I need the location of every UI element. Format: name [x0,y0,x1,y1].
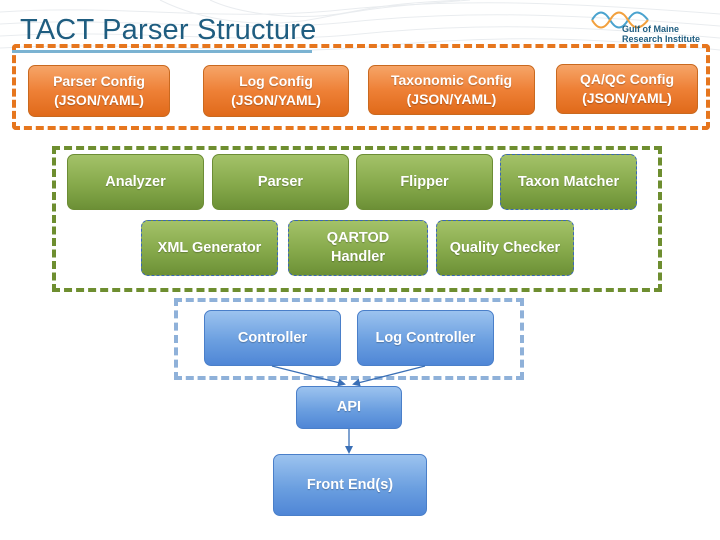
taxonomic-config-box: Taxonomic Config (JSON/YAML) [368,65,535,115]
flipper-box: Flipper [356,154,493,210]
box-label-line-2: Handler [330,249,385,265]
controllers-group-frame [174,298,524,380]
parser-config-box: Parser Config (JSON/YAML) [28,65,170,117]
logo-line-1: Gulf of Maine [622,24,679,34]
page-title: TACT Parser Structure [20,14,317,46]
box-label-line-2: (JSON/YAML) [54,92,144,108]
box-label-line-1: Parser Config [53,73,145,89]
box-label: Controller [237,329,308,346]
box-label: XML Generator [157,239,262,256]
box-label-line-1: Taxonomic Config [390,72,513,88]
box-label: Flipper [400,173,449,190]
box-label: API [336,399,362,415]
box-label: Taxon Matcher [517,173,620,190]
arrow-log-controller-to-api [352,365,426,387]
xml-generator-box: XML Generator [141,220,278,276]
box-label: Analyzer [105,173,166,190]
logo-text: Gulf of Maine Research Institute [622,24,700,44]
arrow-controller-to-api [271,365,346,387]
box-label: Parser [257,173,304,190]
quality-checker-box: Quality Checker [436,220,574,276]
config-group-frame [12,44,710,130]
box-label-line-2: (JSON/YAML) [406,91,497,107]
box-label-line-1: QARTOD [326,230,390,246]
title-underline [12,50,312,53]
box-label-line-2: (JSON/YAML) [582,90,672,106]
box-label-line-2: (JSON/YAML) [231,92,321,108]
api-box: API [296,386,402,429]
core-modules-group-frame [52,146,662,292]
controller-box: Controller [204,310,341,366]
qartod-handler-box: QARTOD Handler [288,220,428,276]
taxon-matcher-box: Taxon Matcher [500,154,637,210]
log-config-box: Log Config (JSON/YAML) [203,65,349,117]
box-label: Quality Checker [449,239,561,256]
box-label: Log Controller [375,329,476,346]
log-controller-box: Log Controller [357,310,494,366]
box-label-line-1: Log Config [239,73,313,89]
parser-box: Parser [212,154,349,210]
qaqc-config-box: QA/QC Config (JSON/YAML) [556,64,698,114]
gmri-logo: Gulf of Maine Research Institute [590,8,708,48]
logo-line-2: Research Institute [622,34,701,44]
frontend-box: Front End(s) [273,454,427,516]
box-label: Front End(s) [306,476,394,493]
dna-helix-icon [591,11,649,29]
analyzer-box: Analyzer [67,154,204,210]
box-label-line-1: QA/QC Config [579,71,675,87]
